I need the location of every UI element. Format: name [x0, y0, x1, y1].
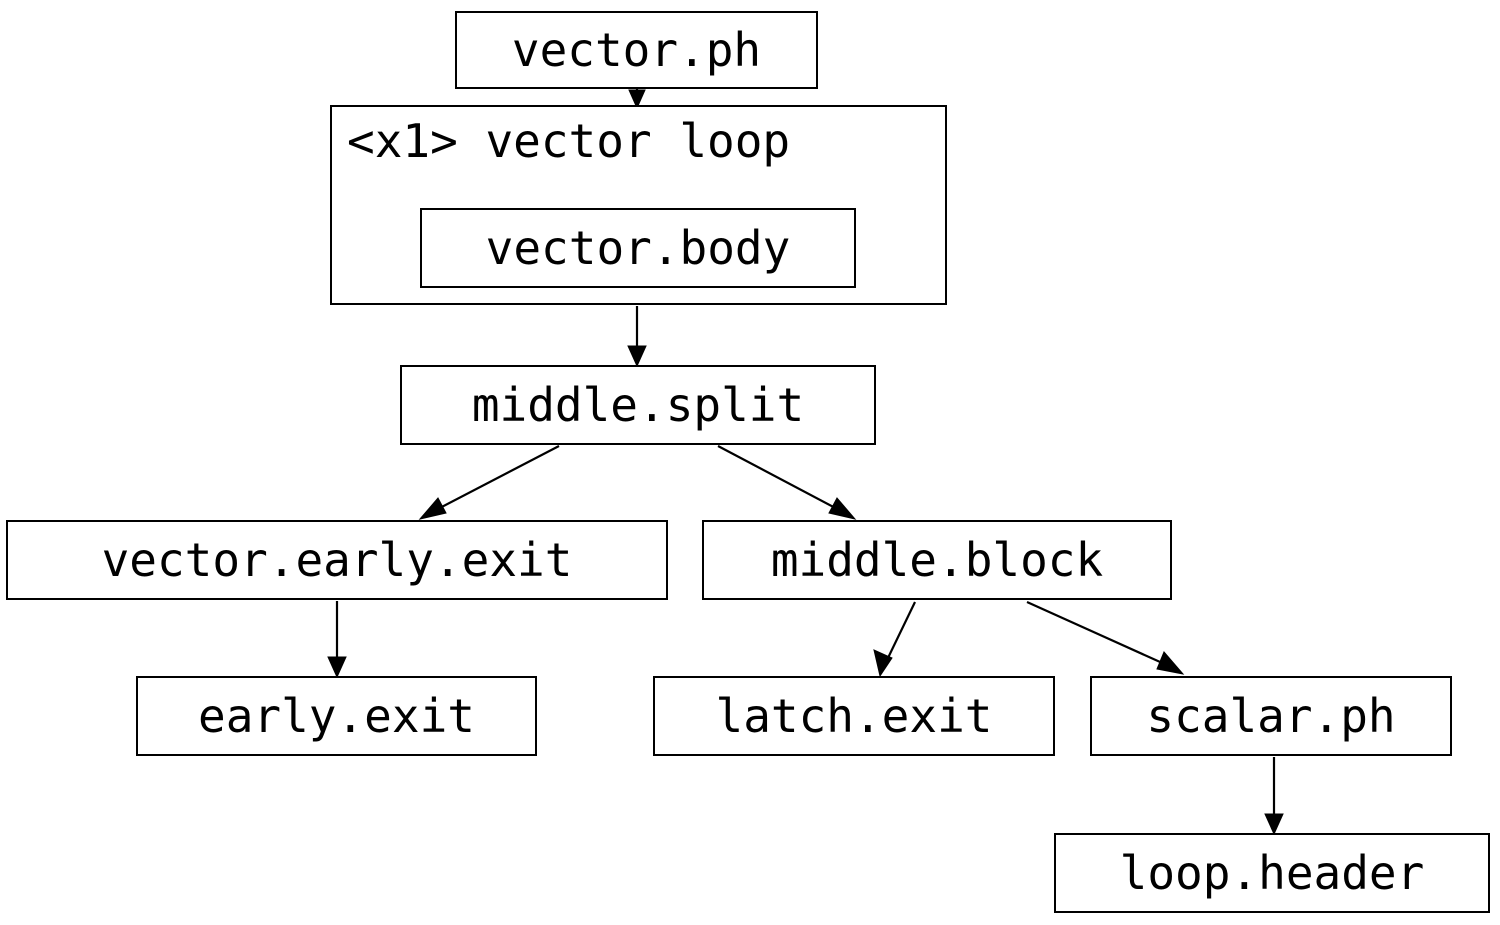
node-middle-block[interactable]: middle.block — [702, 520, 1172, 600]
node-vector-body[interactable]: vector.body — [420, 208, 856, 288]
node-middle-block-label: middle.block — [770, 533, 1104, 587]
node-scalar-ph[interactable]: scalar.ph — [1090, 676, 1452, 756]
edge-middle-split-to-vector-early-exit — [418, 445, 560, 520]
node-vector-early-exit[interactable]: vector.early.exit — [6, 520, 668, 600]
node-vector-early-exit-label: vector.early.exit — [101, 533, 573, 587]
node-latch-exit[interactable]: latch.exit — [653, 676, 1055, 756]
cluster-vector-loop-label: <x1> vector loop — [347, 114, 791, 168]
node-vector-ph-label: vector.ph — [511, 23, 762, 77]
node-scalar-ph-label: scalar.ph — [1146, 689, 1396, 743]
node-latch-exit-label: latch.exit — [715, 689, 993, 743]
node-vector-ph[interactable]: vector.ph — [455, 11, 818, 89]
edge-middle-block-to-latch-exit — [873, 601, 916, 678]
node-early-exit-label: early.exit — [198, 689, 475, 743]
node-middle-split-label: middle.split — [471, 378, 805, 432]
edge-middle-split-to-middle-block — [717, 445, 857, 520]
node-early-exit[interactable]: early.exit — [136, 676, 537, 756]
node-loop-header[interactable]: loop.header — [1054, 833, 1490, 913]
edge-vector-early-exit-to-early-exit — [327, 601, 347, 679]
node-middle-split[interactable]: middle.split — [400, 365, 876, 445]
node-vector-body-label: vector.body — [485, 221, 791, 275]
edge-vector-body-to-middle-split — [627, 306, 647, 368]
edge-middle-block-to-scalar-ph — [1026, 600, 1185, 675]
edge-scalar-ph-to-loop-header — [1264, 757, 1284, 836]
node-loop-header-label: loop.header — [1119, 846, 1425, 900]
